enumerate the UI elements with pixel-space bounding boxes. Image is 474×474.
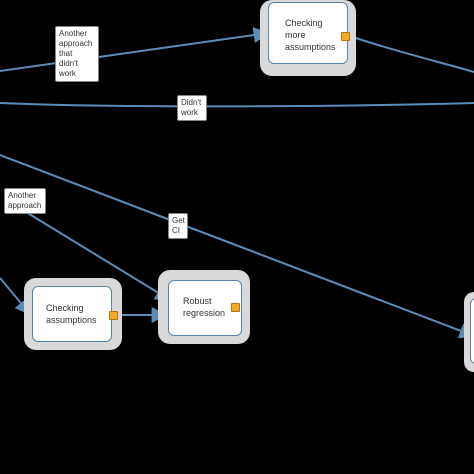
node-checking-more-assumptions[interactable]: Checking more assumptions xyxy=(268,2,350,64)
node-label: Robust regression xyxy=(183,296,226,318)
edge-didnt-work xyxy=(0,102,474,108)
edge-label-another-approach-didnt-work: Another approach that didn't work xyxy=(55,26,99,82)
edge-another-approach xyxy=(25,211,172,301)
port-icon[interactable] xyxy=(109,311,118,320)
port-icon[interactable] xyxy=(231,303,240,312)
node-halo-offscreen xyxy=(464,292,474,372)
edge-to-checking-more-assumptions xyxy=(0,27,270,72)
node-label: Checking more assumptions xyxy=(285,18,336,52)
edge-label-didnt-work: Didn't work xyxy=(177,95,207,121)
port-icon[interactable] xyxy=(341,32,350,41)
node-label: Checking assumptions xyxy=(46,303,97,325)
node-robust-regression[interactable]: Robust regression xyxy=(168,280,242,336)
node-checking-assumptions[interactable]: Checking assumptions xyxy=(32,286,118,342)
edge-get-ci xyxy=(0,154,474,339)
node-offscreen-right[interactable] xyxy=(470,298,474,364)
edge-from-checking-more-assumptions xyxy=(349,35,474,73)
edge-label-get-ci: Get CI xyxy=(168,213,188,239)
edge-label-another-approach: Another approach xyxy=(4,188,46,214)
